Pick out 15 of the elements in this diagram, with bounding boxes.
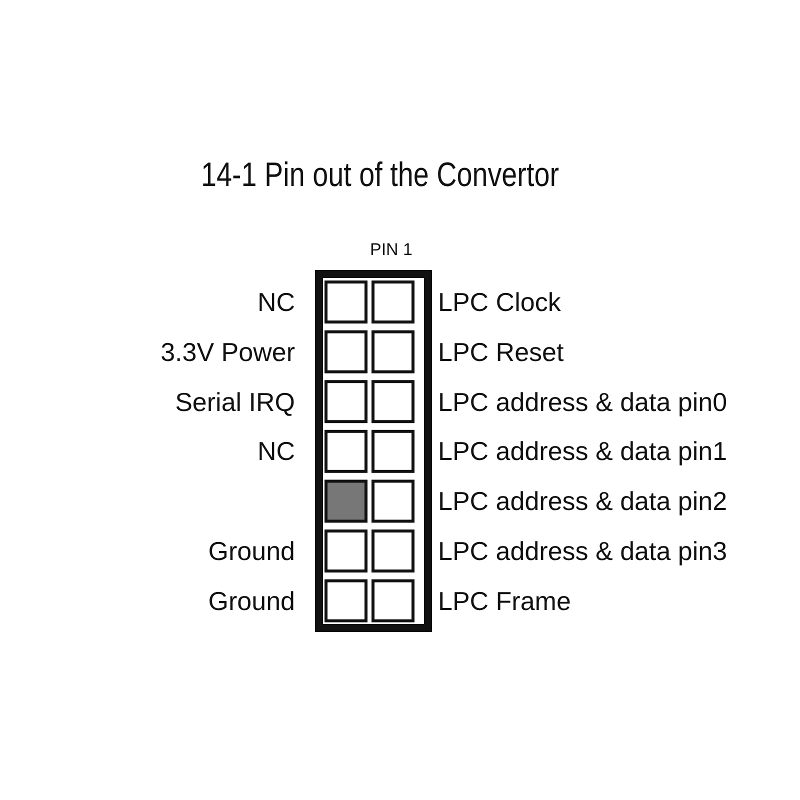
signal-name: NC: [257, 287, 295, 317]
signal-name: LPC Clock: [438, 287, 561, 317]
signal-name: Ground: [208, 586, 295, 616]
signal-name: Serial IRQ: [175, 386, 295, 417]
pin-number-label: PIN 1: [370, 240, 413, 260]
signal-name: Ground: [208, 536, 295, 566]
signal-name: LPC address & data pin1: [438, 436, 728, 466]
signal-name: LPC address & data pin2: [438, 486, 728, 516]
signal-name: NC: [257, 436, 295, 466]
signal-name: LPC Frame: [438, 586, 571, 616]
title: 14-1 Pin out of the Convertor: [200, 155, 560, 195]
signal-name: LPC address & data pin0: [438, 386, 728, 417]
signal-name: LPC address & data pin3: [438, 536, 728, 566]
signal-name: 3.3V Power: [160, 336, 295, 367]
signal-name: LPC Reset: [438, 336, 564, 367]
